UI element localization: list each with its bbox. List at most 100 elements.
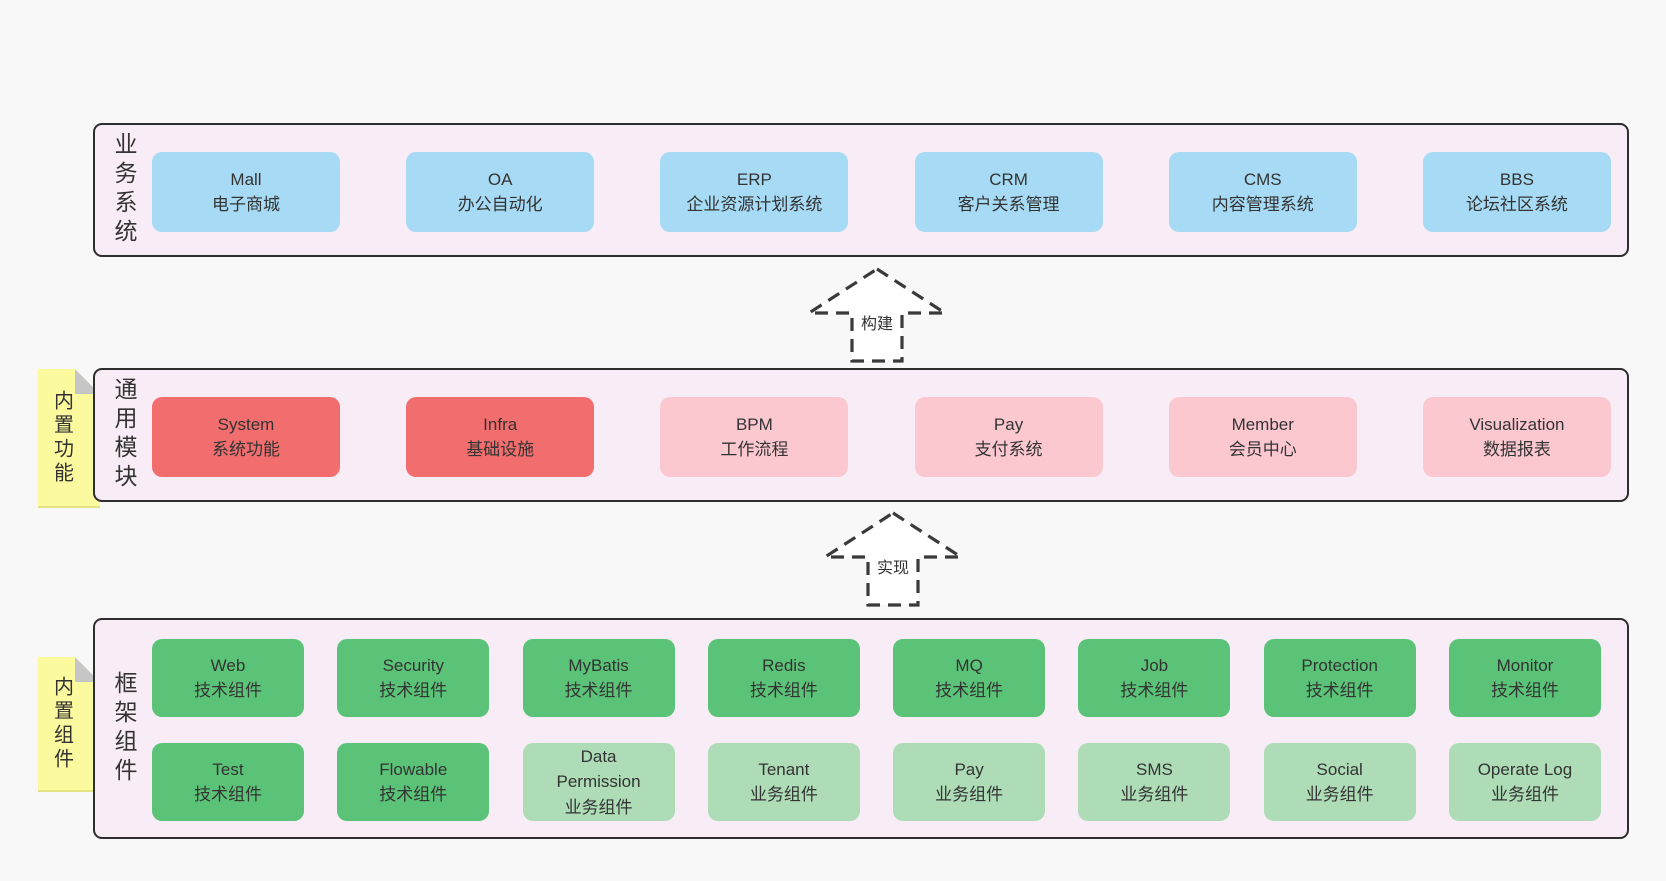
box-subtitle: 系统功能 bbox=[212, 440, 280, 459]
box-subtitle: 内容管理系统 bbox=[1211, 195, 1314, 214]
box-member: Member 会员中心 bbox=[1168, 397, 1357, 477]
box-name: Flowable bbox=[379, 759, 448, 779]
box-operate-log: Operate Log 业务组件 bbox=[1448, 743, 1601, 821]
box-mybatis: MyBatis 技术组件 bbox=[522, 639, 675, 717]
box-subtitle: 业务组件 bbox=[564, 797, 633, 817]
box-monitor: Monitor 技术组件 bbox=[1448, 639, 1601, 717]
sticky-note-built-in-components: 内置组件 bbox=[38, 657, 100, 792]
sticky-note-label: 内置组件 bbox=[50, 675, 73, 772]
box-pay: Pay 支付系统 bbox=[914, 397, 1103, 477]
box-erp: ERP 企业资源计划系统 bbox=[660, 152, 849, 232]
arrow-up-implement-icon: 实现 bbox=[822, 510, 964, 608]
box-name: Operate Log bbox=[1477, 759, 1573, 779]
box-sms: SMS 业务组件 bbox=[1078, 743, 1231, 821]
sticky-note-built-in-features: 内置功能 bbox=[38, 369, 100, 508]
sticky-note-label: 内置功能 bbox=[50, 389, 73, 486]
layer-label-common-modules: 通用模块 bbox=[111, 377, 137, 493]
box-name: Job bbox=[1140, 655, 1169, 675]
layer-business-systems: 业务系统 Mall 电子商城 OA 办公自动化 ERP 企业资源计划系统 CRM… bbox=[93, 123, 1629, 257]
box-name: OA bbox=[487, 169, 513, 189]
box-name: Monitor bbox=[1496, 655, 1554, 675]
box-subtitle: 技术组件 bbox=[194, 681, 262, 700]
box-name: Mall bbox=[230, 169, 262, 189]
box-cms: CMS 内容管理系统 bbox=[1168, 152, 1357, 232]
box-subtitle: 技术组件 bbox=[379, 681, 448, 700]
box-visualization: Visualization 数据报表 bbox=[1422, 397, 1611, 477]
box-name: Member bbox=[1231, 414, 1294, 434]
box-bpm: BPM 工作流程 bbox=[660, 397, 849, 477]
box-web: Web 技术组件 bbox=[152, 639, 304, 717]
box-name: Social bbox=[1316, 759, 1363, 779]
box-name: Pay bbox=[954, 759, 984, 779]
box-subtitle: 技术组件 bbox=[379, 785, 448, 804]
box-name: Test bbox=[212, 759, 244, 779]
box-subtitle: 基础设施 bbox=[466, 440, 535, 459]
framework-components-row-2: Test 技术组件 Flowable 技术组件 Data Permission … bbox=[152, 743, 1601, 821]
box-mall: Mall 电子商城 bbox=[152, 152, 340, 232]
layer-label-framework-components: 框架组件 bbox=[111, 670, 137, 787]
box-flowable: Flowable 技术组件 bbox=[337, 743, 490, 821]
box-subtitle: 技术组件 bbox=[564, 681, 633, 700]
box-name: ERP bbox=[736, 169, 772, 189]
box-name: Tenant bbox=[758, 759, 810, 779]
box-name: CMS bbox=[1243, 169, 1282, 189]
box-subtitle: 企业资源计划系统 bbox=[686, 195, 823, 214]
box-subtitle: 业务组件 bbox=[1305, 785, 1374, 804]
box-subtitle: 业务组件 bbox=[935, 785, 1004, 804]
box-subtitle: 工作流程 bbox=[720, 440, 789, 459]
box-subtitle: 技术组件 bbox=[194, 785, 262, 804]
box-subtitle: 技术组件 bbox=[935, 681, 1004, 700]
common-modules-row: System 系统功能 Infra 基础设施 BPM 工作流程 Pay 支付系统… bbox=[152, 397, 1611, 477]
box-subtitle: 技术组件 bbox=[1305, 681, 1374, 700]
arrow-up-build-icon: 构建 bbox=[806, 266, 948, 364]
box-tenant: Tenant 业务组件 bbox=[707, 743, 860, 821]
box-mq: MQ 技术组件 bbox=[893, 639, 1046, 717]
box-name: Web bbox=[210, 655, 246, 675]
business-systems-row: Mall 电子商城 OA 办公自动化 ERP 企业资源计划系统 CRM 客户关系… bbox=[152, 152, 1611, 232]
layer-label-business-systems: 业务系统 bbox=[111, 132, 137, 248]
box-subtitle: 技术组件 bbox=[1120, 681, 1189, 700]
box-name: BBS bbox=[1499, 169, 1534, 189]
box-name: Redis bbox=[762, 655, 806, 675]
box-system: System 系统功能 bbox=[152, 397, 340, 477]
box-name: MQ bbox=[955, 655, 983, 675]
box-job: Job 技术组件 bbox=[1078, 639, 1231, 717]
box-subtitle: 论坛社区系统 bbox=[1465, 195, 1568, 214]
box-pay-biz: Pay 业务组件 bbox=[893, 743, 1046, 821]
box-name: Security bbox=[382, 655, 444, 675]
box-bbs: BBS 论坛社区系统 bbox=[1422, 152, 1611, 232]
box-data-permission: Data Permission 业务组件 bbox=[522, 743, 675, 821]
box-name: CRM bbox=[989, 169, 1028, 189]
box-name: BPM bbox=[735, 414, 773, 434]
box-subtitle: 办公自动化 bbox=[457, 195, 543, 214]
box-subtitle: 客户关系管理 bbox=[957, 195, 1060, 214]
box-subtitle: 业务组件 bbox=[1490, 785, 1559, 804]
box-name: Pay bbox=[993, 414, 1024, 434]
box-protection: Protection 技术组件 bbox=[1263, 639, 1416, 717]
box-subtitle: 会员中心 bbox=[1228, 440, 1297, 459]
box-oa: OA 办公自动化 bbox=[406, 152, 595, 232]
box-name: Visualization bbox=[1469, 414, 1565, 434]
box-subtitle: 电子商城 bbox=[212, 195, 280, 214]
box-social: Social 业务组件 bbox=[1263, 743, 1416, 821]
layer-common-modules: 通用模块 System 系统功能 Infra 基础设施 BPM 工作流程 Pay… bbox=[93, 368, 1629, 502]
box-name: System bbox=[217, 414, 275, 434]
box-subtitle: 业务组件 bbox=[749, 785, 818, 804]
box-name: SMS bbox=[1135, 759, 1173, 779]
box-name: Data Permission bbox=[556, 746, 641, 792]
box-subtitle: 业务组件 bbox=[1120, 785, 1189, 804]
box-test: Test 技术组件 bbox=[152, 743, 304, 821]
framework-components-row-1: Web 技术组件 Security 技术组件 MyBatis 技术组件 Redi… bbox=[152, 639, 1601, 717]
box-subtitle: 数据报表 bbox=[1482, 440, 1551, 459]
box-crm: CRM 客户关系管理 bbox=[914, 152, 1103, 232]
layer-framework-components: 框架组件 Web 技术组件 Security 技术组件 MyBatis 技术组件… bbox=[93, 618, 1629, 839]
box-subtitle: 技术组件 bbox=[749, 681, 818, 700]
box-subtitle: 支付系统 bbox=[974, 440, 1043, 459]
arrow-label-build: 构建 bbox=[857, 310, 897, 334]
box-name: Protection bbox=[1301, 655, 1378, 675]
box-name: MyBatis bbox=[568, 655, 629, 675]
arrow-label-implement: 实现 bbox=[873, 554, 913, 578]
box-infra: Infra 基础设施 bbox=[406, 397, 595, 477]
box-security: Security 技术组件 bbox=[337, 639, 490, 717]
